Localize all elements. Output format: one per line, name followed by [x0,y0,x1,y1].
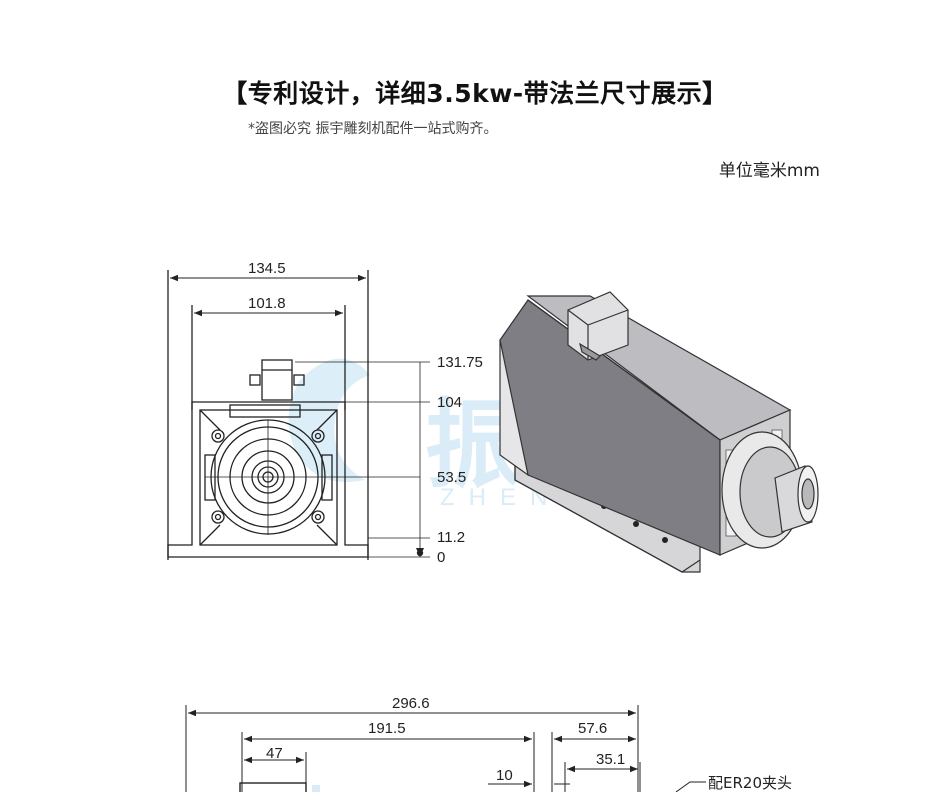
dim-length-body: 191.5 [368,720,406,737]
dim-length-small: 10 [496,767,513,784]
dim-length-total: 296.6 [392,695,430,712]
dim-height-top: 131.75 [437,354,483,371]
dim-height-body: 104 [437,394,462,411]
dim-length-box: 47 [266,745,283,762]
side-view [185,705,706,792]
unit-label: 单位毫米mm [718,161,820,181]
dim-length-shaft: 57.6 [578,720,607,737]
copyright-note: *盗图必究 振宇雕刻机配件一站式购齐。 [248,121,498,137]
spindle-motor-illustration [499,291,819,573]
collet-note: 配ER20夹头 [708,774,792,792]
page-title: 【专利设计，详细3.5kw-带法兰尺寸展示】 [222,79,728,108]
front-view [167,270,430,560]
dim-width-outer: 134.5 [248,260,286,277]
dim-height-base: 11.2 [437,529,465,546]
dim-width-inner: 101.8 [248,295,286,312]
dim-height-center: 53.5 [437,469,466,486]
watermark-logo-icon [288,358,370,482]
dim-height-zero: 0 [437,549,445,566]
dim-length-collet: 35.1 [596,751,625,768]
